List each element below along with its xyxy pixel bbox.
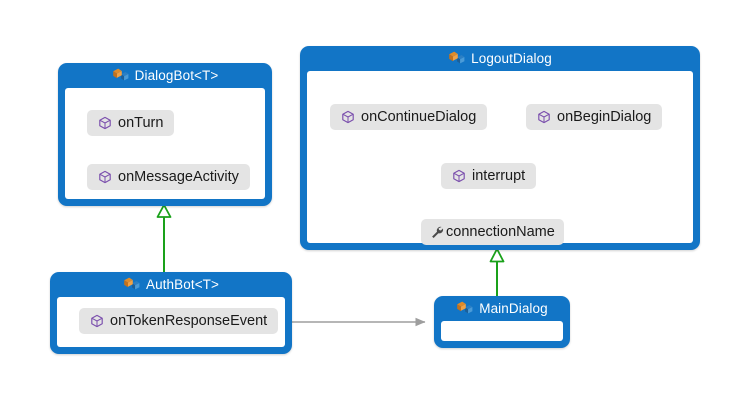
class-title-logoutdialog: LogoutDialog (471, 51, 552, 66)
method-icon (98, 116, 112, 130)
method-icon (452, 169, 466, 183)
member-connectionname[interactable]: connectionName (421, 219, 564, 245)
class-header-authbot: AuthBot<T> (57, 272, 285, 297)
class-title-dialogbot: DialogBot<T> (134, 68, 219, 83)
class-header-logoutdialog: LogoutDialog (307, 46, 693, 71)
class-box-dialogbot[interactable]: DialogBot<T> onTurn o (58, 63, 272, 206)
wrench-icon (430, 225, 444, 239)
class-body-logoutdialog: onContinueDialog onBeginDialog (307, 71, 693, 245)
class-body-authbot: onTokenResponseEvent (57, 297, 285, 347)
member-ontokenresponseevent[interactable]: onTokenResponseEvent (79, 308, 279, 334)
member-onturn[interactable]: onTurn (87, 110, 175, 136)
method-icon (90, 314, 104, 328)
class-box-maindialog[interactable]: MainDialog (434, 296, 570, 348)
member-label: onMessageActivity (118, 169, 239, 185)
class-title-maindialog: MainDialog (479, 301, 548, 316)
class-header-maindialog: MainDialog (441, 296, 563, 321)
inheritance-authbot-to-dialogbot (156, 204, 172, 272)
class-body-dialogbot: onTurn onMessageActivity (65, 88, 265, 199)
class-icon (112, 68, 129, 83)
member-onmessageactivity[interactable]: onMessageActivity (87, 164, 250, 190)
class-box-authbot[interactable]: AuthBot<T> onTokenResponseEvent (50, 272, 292, 354)
member-label: onTokenResponseEvent (110, 313, 268, 329)
method-icon (98, 170, 112, 184)
inheritance-maindialog-to-logoutdialog (489, 248, 505, 296)
member-label: onTurn (118, 115, 164, 131)
class-box-logoutdialog[interactable]: LogoutDialog onContinueDialog (300, 46, 700, 250)
member-label: interrupt (472, 168, 526, 184)
class-icon (448, 51, 465, 66)
member-onbegindialog[interactable]: onBeginDialog (526, 104, 663, 130)
member-label: onBeginDialog (557, 109, 652, 125)
member-interrupt[interactable]: interrupt (441, 163, 537, 189)
class-body-maindialog (441, 321, 563, 341)
class-header-dialogbot: DialogBot<T> (65, 63, 265, 88)
member-oncontinuedialog[interactable]: onContinueDialog (330, 104, 488, 130)
method-icon (537, 110, 551, 124)
member-label: connectionName (446, 224, 555, 240)
method-icon (341, 110, 355, 124)
class-title-authbot: AuthBot<T> (145, 277, 220, 292)
class-icon (123, 277, 140, 292)
member-label: onContinueDialog (361, 109, 477, 125)
class-icon (456, 301, 473, 316)
